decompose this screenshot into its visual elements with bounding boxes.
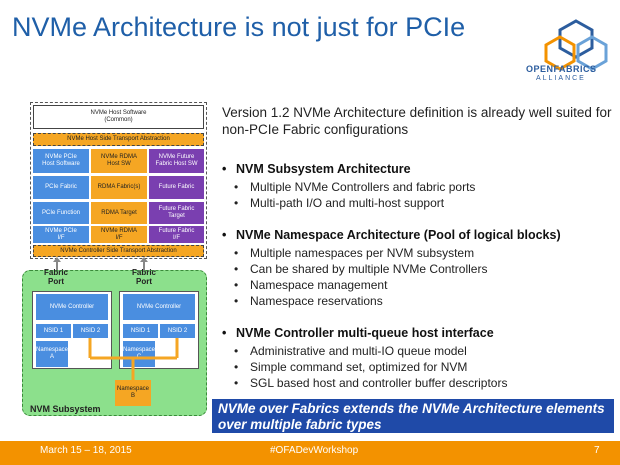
rdma-target-box: RDMA Target xyxy=(91,202,147,224)
footer-bar: March 15 – 18, 2015 #OFADevWorkshop 7 xyxy=(0,441,620,465)
section-heading-controller: NVMe Controller multi-queue host interfa… xyxy=(222,326,494,340)
namespace-c-box: Namespace C xyxy=(123,341,155,367)
section-item: Multiple NVMe Controllers and fabric por… xyxy=(234,180,475,194)
section-item: Can be shared by multiple NVMe Controlle… xyxy=(234,262,487,276)
nsid1-box-2: NSID 1 xyxy=(123,324,158,338)
pcie-fabric-box: PCIe Fabric xyxy=(33,176,89,199)
nsid2-box-1: NSID 2 xyxy=(73,324,108,338)
openfabrics-logo-icon xyxy=(544,19,608,71)
fabric-port-label-1: Fabric Port xyxy=(43,267,68,286)
section-item: Namespace reservations xyxy=(234,294,383,308)
nvme-architecture-diagram: NVMe Host Software (Common) NVMe Host Si… xyxy=(0,0,210,440)
nvme-controller-2: NVMe Controller xyxy=(123,294,195,320)
section-item: Multiple namespaces per NVM subsystem xyxy=(234,246,474,260)
future-fabric-target-box: Future Fabric Target xyxy=(149,202,204,224)
nsid2-box-2: NSID 2 xyxy=(160,324,195,338)
fabric-port-label-2: Fabric Port xyxy=(131,267,156,286)
future-fabric-if-box: Future Fabric I/F xyxy=(149,226,204,243)
pcie-if-box: NVMe PCIe I/F xyxy=(33,226,89,243)
rdma-host-sw-box: NVMe RDMA Host SW xyxy=(91,149,147,173)
controller-transport-box: NVMe Controller Side Transport Abstracti… xyxy=(33,245,204,257)
namespace-a-box: Namespace A xyxy=(36,341,68,367)
nvme-controller-1: NVMe Controller xyxy=(36,294,108,320)
rdma-fabric-box: RDMA Fabric(s) xyxy=(91,176,147,199)
pcie-function-box: PCIe Function xyxy=(33,202,89,224)
nsid1-box-1: NSID 1 xyxy=(36,324,71,338)
callout-banner: NVMe over Fabrics extends the NVMe Archi… xyxy=(212,399,614,433)
footer-tag: #OFADevWorkshop xyxy=(270,445,359,456)
host-transport-box: NVMe Host Side Transport Abstraction xyxy=(33,133,204,146)
section-item: SGL based host and controller buffer des… xyxy=(234,376,508,390)
section-item: Namespace management xyxy=(234,278,387,292)
logo-text-main: OPENFABRICS xyxy=(526,64,597,74)
section-item: Administrative and multi-IO queue model xyxy=(234,344,467,358)
intro-text: Version 1.2 NVMe Architecture definition… xyxy=(222,105,612,137)
footer-date: March 15 – 18, 2015 xyxy=(40,445,132,456)
namespace-b-box: Namespace B xyxy=(115,380,151,406)
page-number: 7 xyxy=(594,445,600,456)
section-item: Multi-path I/O and multi-host support xyxy=(234,196,444,210)
host-stack-frame xyxy=(30,102,207,259)
section-heading-subsystem: NVM Subsystem Architecture xyxy=(222,162,411,176)
nvm-subsystem-label: NVM Subsystem xyxy=(30,403,101,414)
rdma-if-box: NVMe RDMA I/F xyxy=(91,226,147,243)
future-fabric-box: Future Fabric xyxy=(149,176,204,199)
namespace-links xyxy=(88,338,179,380)
future-fabric-host-sw-box: NVMe Future Fabric Host SW xyxy=(149,149,204,173)
section-heading-namespace: NVMe Namespace Architecture (Pool of log… xyxy=(222,228,561,242)
host-software-box: NVMe Host Software (Common) xyxy=(33,105,204,129)
pcie-host-software-box: NVMe PCIe Host Software xyxy=(33,149,89,173)
logo-text-sub: ALLIANCE xyxy=(536,75,586,82)
section-item: Simple command set, optimized for NVM xyxy=(234,360,467,374)
slide-title: NVMe Architecture is not just for PCIe xyxy=(12,12,466,42)
